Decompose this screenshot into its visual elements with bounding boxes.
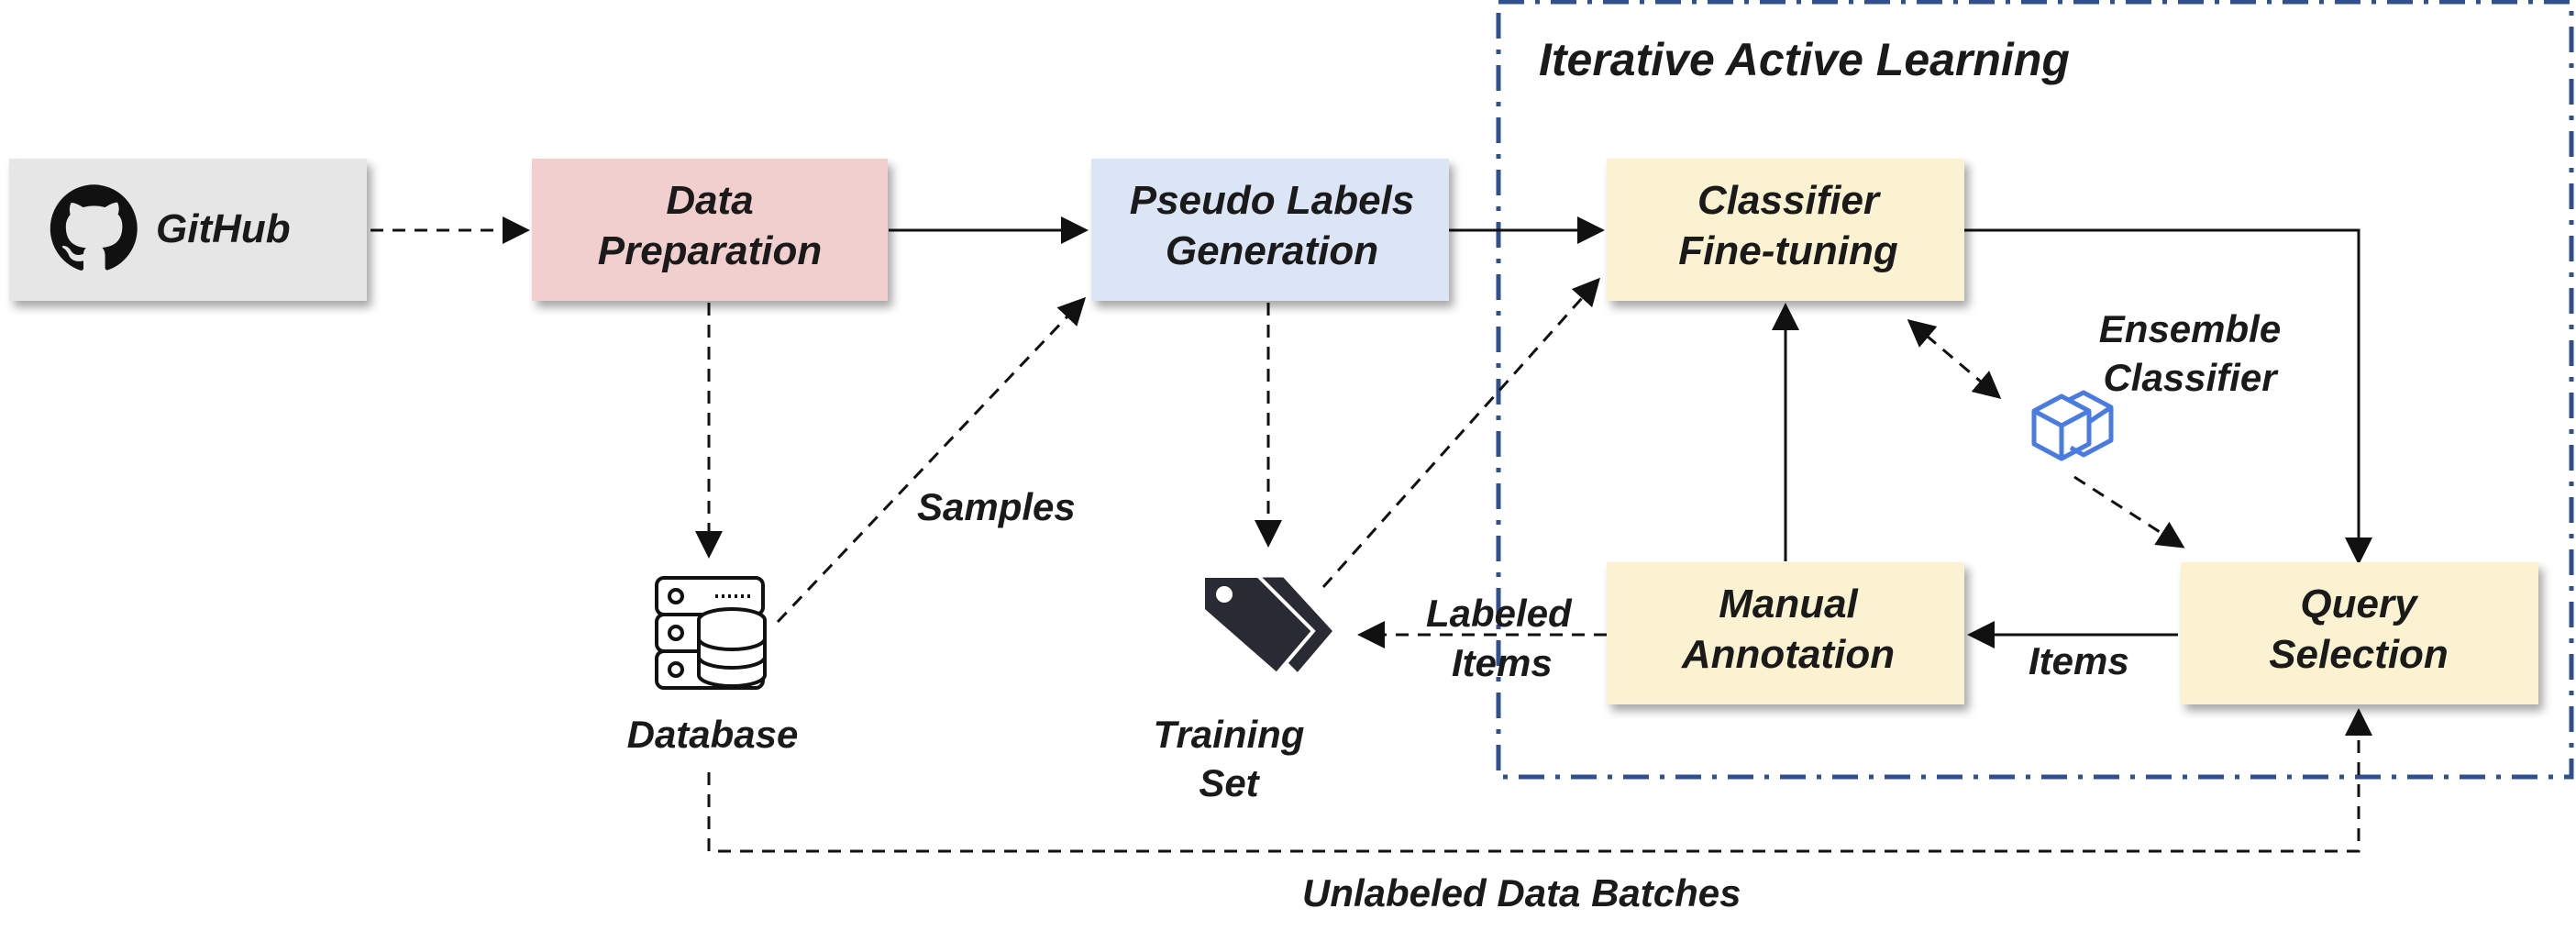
- manual-annotation-box: [1607, 562, 1964, 704]
- pseudo-labels-line2: Generation: [1166, 228, 1378, 273]
- database-label: Database: [627, 713, 799, 756]
- edge-samples: [776, 296, 1087, 624]
- edge-classifier-to-query: [1964, 228, 2372, 565]
- query-selection-line2: Selection: [2269, 632, 2449, 677]
- items-label: Items: [2029, 639, 2129, 682]
- labeled-items-line1: Labeled: [1426, 592, 1573, 635]
- edge-training-to-classifier: [1321, 277, 1601, 589]
- data-preparation-line2: Preparation: [598, 228, 823, 273]
- training-set-line2: Set: [1199, 761, 1260, 804]
- active-learning-region: [1496, 0, 2574, 780]
- query-selection-line1: Query: [2300, 582, 2419, 626]
- ensemble-line2: Classifier: [2103, 356, 2279, 399]
- github-icon: [50, 184, 138, 271]
- github-node: GitHub: [9, 159, 367, 301]
- classifier-line2: Fine-tuning: [1678, 228, 1898, 273]
- data-preparation-box: [532, 159, 888, 301]
- ensemble-node: Ensemble Classifier: [2031, 307, 2281, 461]
- cubes-icon: [2031, 390, 2114, 461]
- region-title: Iterative Active Learning: [1539, 34, 2070, 85]
- labeled-items-line2: Items: [1452, 641, 1553, 684]
- pseudo-labels-line1: Pseudo Labels: [1130, 178, 1415, 223]
- classifier-node: Classifier Fine-tuning: [1607, 159, 1964, 301]
- training-set-node: Training Set: [1154, 574, 1337, 804]
- edge-ensemble-to-query: [2073, 475, 2185, 549]
- ensemble-line1: Ensemble: [2099, 307, 2281, 350]
- unlabeled-batches-label: Unlabeled Data Batches: [1302, 871, 1741, 914]
- database-icon: [655, 576, 767, 690]
- manual-annotation-node: Manual Annotation: [1607, 562, 1964, 704]
- edge-unlabeled-batches: [707, 708, 2372, 853]
- query-selection-box: [2181, 562, 2538, 704]
- edges: [370, 216, 2372, 853]
- github-box: [9, 159, 367, 301]
- github-label: GitHub: [156, 206, 291, 251]
- manual-annotation-line1: Manual: [1719, 582, 1858, 626]
- pseudo-labels-box: [1091, 159, 1449, 301]
- classifier-box: [1607, 159, 1964, 301]
- data-preparation-line1: Data: [666, 178, 753, 223]
- tags-icon: [1201, 574, 1337, 677]
- training-set-line1: Training: [1154, 713, 1305, 756]
- edge-classifier-ensemble: [1907, 319, 2002, 399]
- database-node: Database: [627, 576, 799, 756]
- samples-label: Samples: [917, 485, 1076, 528]
- classifier-line1: Classifier: [1697, 178, 1882, 223]
- manual-annotation-line2: Annotation: [1681, 632, 1895, 677]
- data-preparation-node: Data Preparation: [532, 159, 888, 301]
- pseudo-labels-node: Pseudo Labels Generation: [1091, 159, 1449, 301]
- query-selection-node: Query Selection: [2181, 562, 2538, 704]
